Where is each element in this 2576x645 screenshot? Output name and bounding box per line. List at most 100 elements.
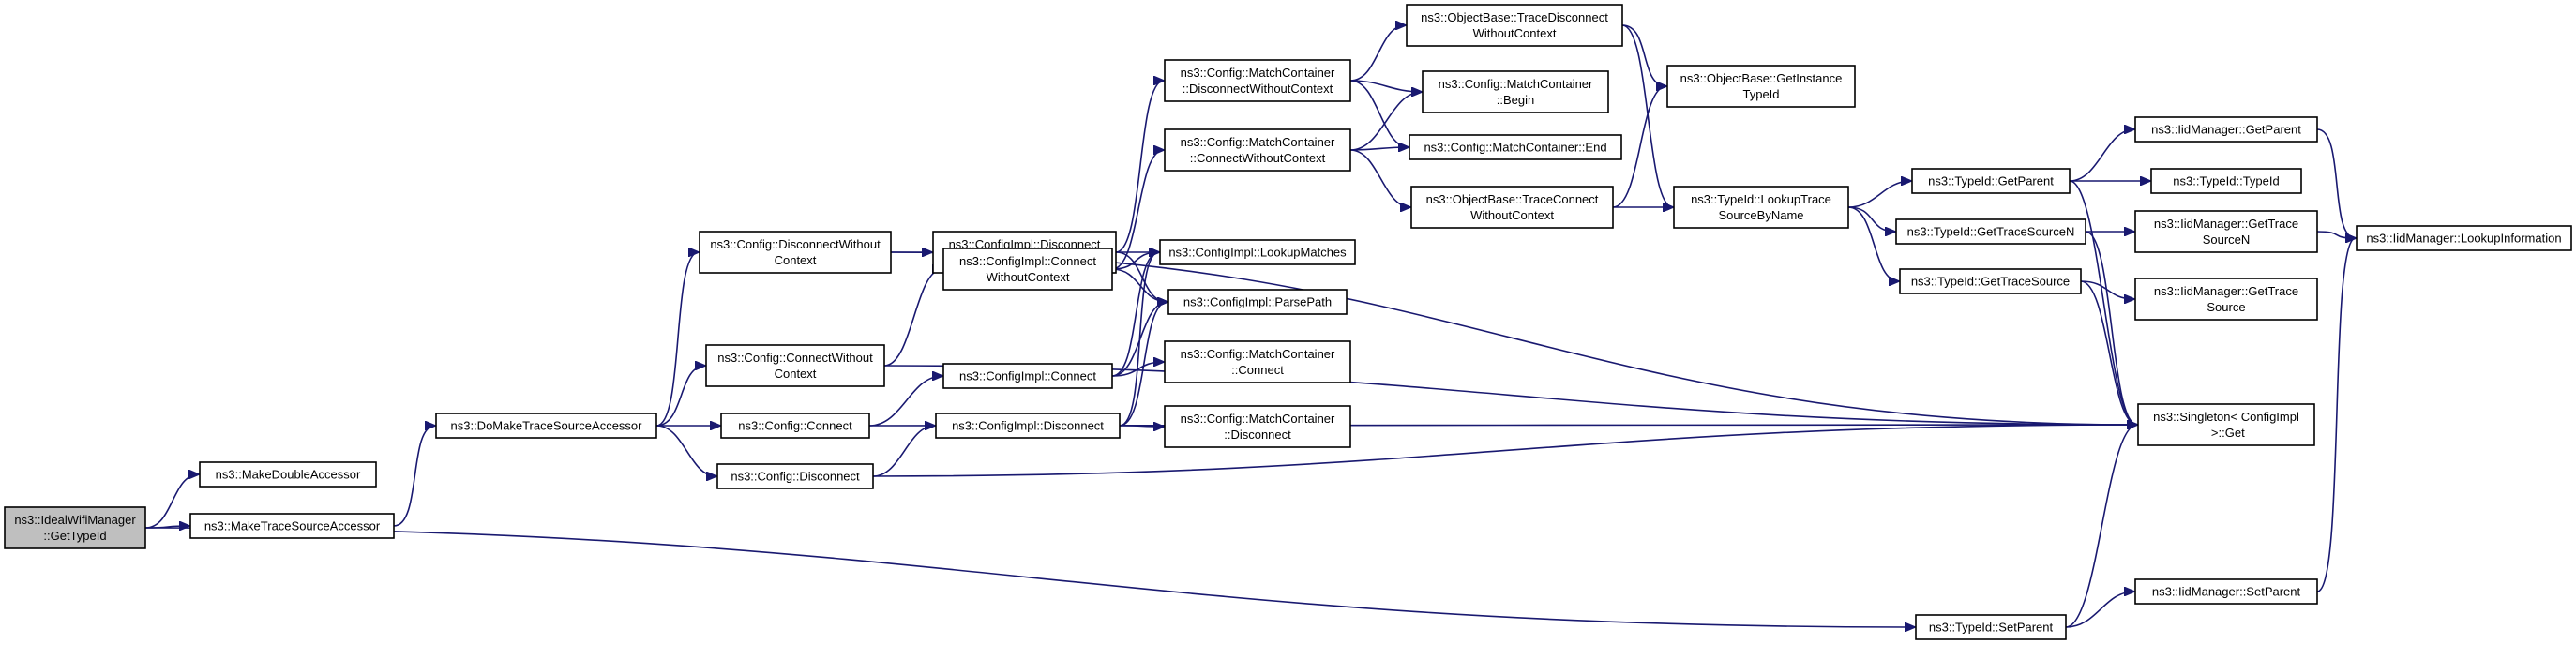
node-makeTraceSourceAccessor[interactable]: ns3::MakeTraceSourceAccessor [189, 513, 395, 539]
node-mcDisconnect[interactable]: ns3::Config::MatchContainer::Disconnect [1164, 405, 1351, 448]
node-typeIdGetParent[interactable]: ns3::TypeId::GetParent [1911, 168, 2071, 194]
node-box[interactable] [2150, 168, 2302, 194]
node-traceDisconnectWithoutContext[interactable]: ns3::ObjectBase::TraceDisconnectWithoutC… [1406, 4, 1623, 47]
node-label-line: ns3::Config::ConnectWithout [717, 351, 873, 365]
edge-lookupTraceSourceByName-to-typeIdGetTraceSourceN [1847, 206, 1895, 232]
node-doMakeTraceSourceAccessor[interactable]: ns3::DoMakeTraceSourceAccessor [435, 412, 657, 439]
node-label-line: >::Get [2207, 426, 2245, 440]
node-box[interactable] [1406, 4, 1623, 47]
node-box[interactable] [935, 412, 1121, 439]
nodes-layer: ns3::IdealWifiManager::GetTypeId ns3::Mak… [4, 4, 2572, 640]
node-box[interactable] [199, 461, 377, 488]
node-box[interactable] [2134, 116, 2318, 142]
node-iidSetParent[interactable]: ns3::IidManager::SetParent [2134, 578, 2318, 605]
node-mcDisconnectWithoutContext[interactable]: ns3::Config::MatchContainer::DisconnectW… [1164, 59, 1351, 102]
node-box[interactable] [942, 363, 1113, 389]
node-box[interactable] [2134, 210, 2318, 253]
node-iidGetTraceSource[interactable]: ns3::IidManager::GetTraceSource [2134, 278, 2318, 321]
node-typeIdTypeId[interactable]: ns3::TypeId::TypeId [2150, 168, 2302, 194]
node-label-line: ns3::ObjectBase::TraceConnect [1426, 192, 1599, 206]
node-box[interactable] [705, 344, 885, 387]
node-box[interactable] [1666, 65, 1856, 108]
edge-typeIdGetTraceSource-to-singletonGet [2080, 280, 2137, 425]
node-label-line: ns3::TypeId::GetTraceSourceN [1907, 225, 2075, 239]
node-box[interactable] [1895, 218, 2086, 245]
node-box[interactable] [435, 412, 657, 439]
node-configImplDisconnect[interactable]: ns3::ConfigImpl::Disconnect [935, 412, 1121, 439]
node-box[interactable] [1673, 186, 1849, 229]
node-box[interactable] [1164, 128, 1351, 172]
node-label-line: ns3::ConfigImpl::Disconnect [952, 419, 1104, 433]
node-box[interactable] [1164, 59, 1351, 102]
node-label-line: ns3::ConfigImpl::Connect [959, 254, 1096, 268]
node-box[interactable] [2134, 278, 2318, 321]
edges-layer [144, 25, 2356, 627]
node-parsePath[interactable]: ns3::ConfigImpl::ParsePath [1167, 289, 1348, 315]
node-configImplConnectWithoutContext[interactable]: ns3::ConfigImpl::ConnectWithoutContext [942, 248, 1113, 291]
node-box[interactable] [699, 231, 892, 274]
node-iidLookupInformation[interactable]: ns3::IidManager::LookupInformation [2356, 225, 2572, 251]
node-mcConnect[interactable]: ns3::Config::MatchContainer::Connect [1164, 340, 1351, 383]
node-label-line: ns3::Config::DisconnectWithout [710, 237, 881, 251]
node-label-line: ns3::ConfigImpl::Connect [959, 369, 1096, 383]
node-traceConnectWithoutContext[interactable]: ns3::ObjectBase::TraceConnectWithoutCont… [1410, 186, 1614, 229]
node-label-line: ns3::Config::Disconnect [731, 470, 860, 484]
node-label-line: ::Connect [1231, 363, 1284, 377]
node-mcEnd[interactable]: ns3::Config::MatchContainer::End [1409, 134, 1622, 160]
node-box[interactable] [189, 513, 395, 539]
node-box[interactable] [720, 412, 870, 439]
node-box[interactable] [2134, 578, 2318, 605]
edge-configDisconnect-to-configImplDisconnect [872, 426, 935, 477]
node-label-line: ns3::Config::MatchContainer [1181, 135, 1335, 149]
node-box[interactable] [1422, 70, 1609, 113]
node-box[interactable] [1911, 168, 2071, 194]
node-lookupMatches[interactable]: ns3::ConfigImpl::LookupMatches [1159, 239, 1356, 265]
edge-doMakeTraceSourceAccessor-to-configDisconnectWithoutContext [655, 252, 699, 427]
node-typeIdSetParent[interactable]: ns3::TypeId::SetParent [1915, 614, 2067, 640]
node-box[interactable] [1410, 186, 1614, 229]
node-configConnect[interactable]: ns3::Config::Connect [720, 412, 870, 439]
node-singletonGet[interactable]: ns3::Singleton< ConfigImpl >::Get [2137, 403, 2315, 446]
node-label-line: ns3::MakeDoubleAccessor [216, 468, 361, 482]
node-iidGetParent[interactable]: ns3::IidManager::GetParent [2134, 116, 2318, 142]
node-box[interactable] [1164, 405, 1351, 448]
node-box[interactable] [1409, 134, 1622, 160]
node-label-line: ns3::DoMakeTraceSourceAccessor [451, 419, 643, 433]
node-box[interactable] [1915, 614, 2067, 640]
node-typeIdGetTraceSource[interactable]: ns3::TypeId::GetTraceSource [1899, 268, 2082, 294]
node-configImplConnect[interactable]: ns3::ConfigImpl::Connect [942, 363, 1113, 389]
edge-makeTraceSourceAccessor-to-doMakeTraceSourceAccessor [393, 426, 435, 527]
node-box[interactable] [2137, 403, 2315, 446]
node-makeDoubleAccessor[interactable]: ns3::MakeDoubleAccessor [199, 461, 377, 488]
node-label-line: ns3::IidManager::GetParent [2151, 123, 2301, 137]
node-box[interactable] [1159, 239, 1356, 265]
node-box[interactable] [2356, 225, 2572, 251]
node-label-line: SourceN [2203, 232, 2251, 247]
node-mcBegin[interactable]: ns3::Config::MatchContainer::Begin [1422, 70, 1609, 113]
edge-configImplDisconnect-to-mcDisconnect [1119, 426, 1164, 427]
node-box[interactable] [716, 463, 874, 489]
node-box[interactable] [1164, 340, 1351, 383]
edge-lookupTraceSourceByName-to-typeIdGetTraceSource [1847, 206, 1899, 281]
edge-iidGetParent-to-iidLookupInformation [2316, 128, 2356, 238]
edge-mcDisconnectWithoutContext-to-traceDisconnectWithoutContext [1349, 25, 1406, 82]
node-label-line: WithoutContext [987, 270, 1070, 284]
node-typeIdGetTraceSourceN[interactable]: ns3::TypeId::GetTraceSourceN [1895, 218, 2086, 245]
node-label-line: ns3::Config::MatchContainer::End [1424, 141, 1606, 155]
node-box[interactable] [1167, 289, 1348, 315]
node-box[interactable] [1899, 268, 2082, 294]
node-mcConnectWithoutContext[interactable]: ns3::Config::MatchContainer::ConnectWith… [1164, 128, 1351, 172]
node-getTypeId[interactable]: ns3::IdealWifiManager::GetTypeId [4, 506, 146, 549]
node-label-line: ns3::ConfigImpl::LookupMatches [1168, 246, 1347, 260]
node-configDisconnectWithoutContext[interactable]: ns3::Config::DisconnectWithoutContext [699, 231, 892, 274]
node-iidGetTraceSourceN[interactable]: ns3::IidManager::GetTraceSourceN [2134, 210, 2318, 253]
node-configDisconnect[interactable]: ns3::Config::Disconnect [716, 463, 874, 489]
node-box[interactable] [4, 506, 146, 549]
node-configConnectWithoutContext[interactable]: ns3::Config::ConnectWithoutContext [705, 344, 885, 387]
node-box[interactable] [942, 248, 1113, 291]
node-label-line: ::Begin [1497, 93, 1534, 107]
node-label-line: SourceByName [1718, 208, 1803, 222]
